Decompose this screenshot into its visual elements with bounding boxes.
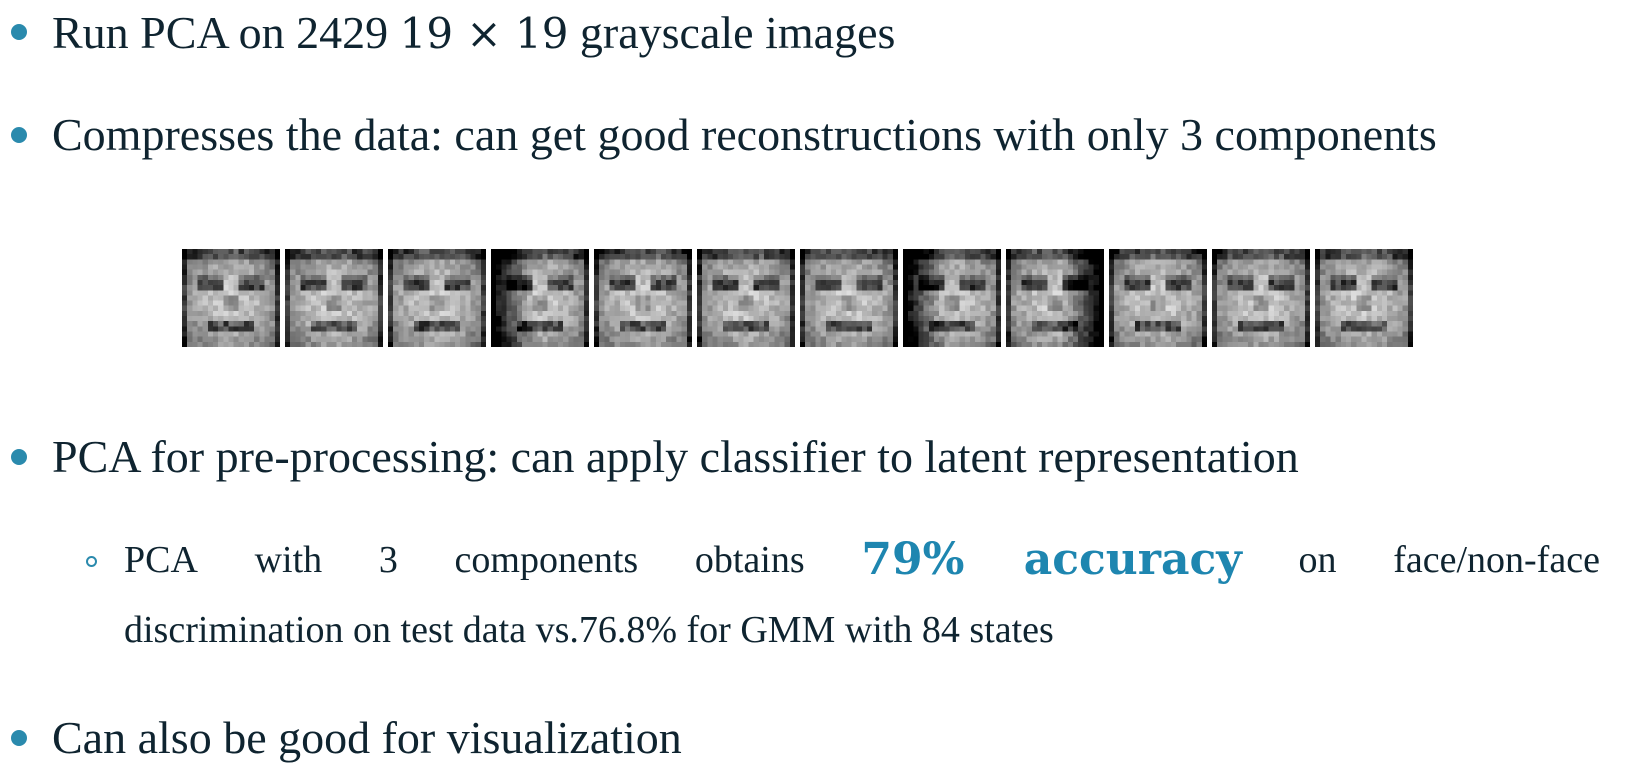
bullet-1-pre: Run PCA on 2429 xyxy=(52,7,400,58)
face-thumbnail xyxy=(388,249,486,347)
face-thumbnail xyxy=(491,249,589,347)
sub-word: 3 xyxy=(378,539,398,581)
bullet-dot xyxy=(11,24,27,40)
sub-word: components xyxy=(454,539,639,581)
bullet-1-math: 19 × 19 xyxy=(399,9,569,58)
face-thumbnail xyxy=(285,249,383,347)
face-thumbnail xyxy=(800,249,898,347)
face-thumbnails-strip xyxy=(182,249,1413,347)
sub-word: with xyxy=(254,539,323,581)
sub-word: face/non-face xyxy=(1393,539,1600,581)
face-thumbnail xyxy=(1212,249,1310,347)
bullet-2-text: Compresses the data: can get good recons… xyxy=(52,109,1437,160)
sub-bullet-circle xyxy=(86,556,97,567)
face-thumbnail xyxy=(1006,249,1104,347)
bullet-dot xyxy=(11,730,27,746)
sub-bullet-text: PCA with 3 components obtains 79% accura… xyxy=(124,525,1600,665)
sub-bullet-line-1: PCA with 3 components obtains 79% accura… xyxy=(124,525,1600,595)
face-thumbnail xyxy=(697,249,795,347)
bullet-1-text: Run PCA on 2429 19 × 19 grayscale images xyxy=(52,10,895,56)
bullet-1-post: grayscale images xyxy=(568,7,896,58)
face-thumbnail xyxy=(903,249,1001,347)
sub-word: PCA xyxy=(124,539,198,581)
sub-word: on xyxy=(1298,539,1337,581)
face-thumbnail xyxy=(1109,249,1207,347)
sub-bullet-line-2: discrimination on test data vs.76.8% for… xyxy=(124,609,1054,651)
bullet-dot xyxy=(11,449,27,465)
sub-word: obtains xyxy=(694,539,805,581)
bullet-4-text: Can also be good for visualization xyxy=(52,712,682,763)
face-thumbnail xyxy=(594,249,692,347)
bullet-3-text: PCA for pre-processing: can apply classi… xyxy=(52,431,1299,482)
face-thumbnail xyxy=(182,249,280,347)
accuracy-highlight: 79% accuracy xyxy=(861,534,1242,585)
face-thumbnail xyxy=(1315,249,1413,347)
bullet-dot xyxy=(11,127,27,143)
